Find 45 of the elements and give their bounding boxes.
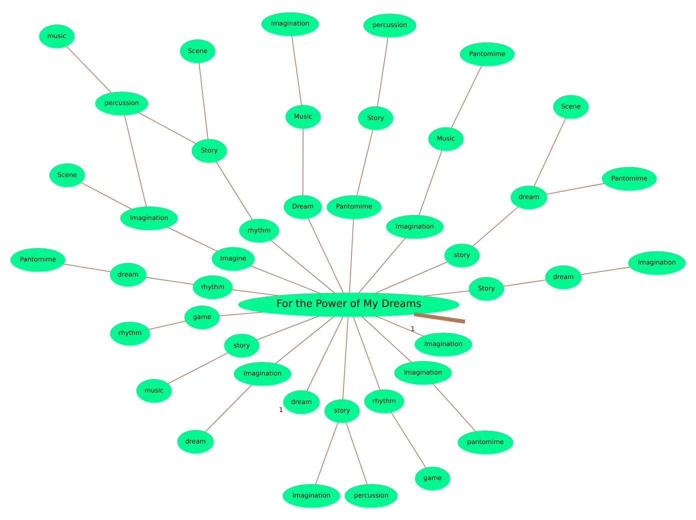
connector: [306, 316, 344, 392]
connector: [472, 206, 518, 247]
connector: [432, 383, 476, 432]
connector: [376, 316, 424, 337]
connector: [418, 150, 442, 216]
connector: [352, 316, 380, 390]
connector: [424, 290, 470, 296]
connector: [124, 114, 147, 207]
connector: [361, 316, 412, 363]
connector: [346, 422, 368, 485]
connector: [356, 129, 374, 196]
connector: [503, 280, 546, 287]
connector: [216, 161, 253, 220]
connector: [138, 112, 196, 144]
connector: [275, 316, 335, 364]
connector: [168, 352, 228, 384]
connector: [414, 312, 466, 324]
connector: [62, 264, 111, 272]
connector: [232, 289, 279, 296]
connector: [375, 262, 448, 294]
connector: [534, 118, 566, 187]
connector: [580, 266, 631, 275]
connector: [302, 128, 304, 196]
node-ellipse: For the Power of My Dreams: [238, 292, 460, 317]
connector: [167, 226, 218, 252]
connector: [377, 36, 388, 107]
connector: [250, 265, 320, 294]
connector: [308, 218, 344, 294]
connector: [145, 276, 194, 285]
connector: [66, 46, 112, 94]
connector: [349, 218, 354, 294]
connector: [315, 422, 338, 485]
connector: [291, 35, 302, 106]
connector: [205, 384, 252, 432]
connector: [546, 183, 605, 195]
connector: [219, 312, 264, 316]
connector: [358, 237, 406, 294]
connector: [80, 182, 132, 210]
connector: [256, 316, 320, 340]
connector: [270, 240, 336, 294]
connector: [342, 316, 348, 400]
connector: [198, 62, 208, 140]
connector: [148, 320, 186, 330]
connector: [451, 65, 482, 128]
connector: [390, 412, 426, 468]
